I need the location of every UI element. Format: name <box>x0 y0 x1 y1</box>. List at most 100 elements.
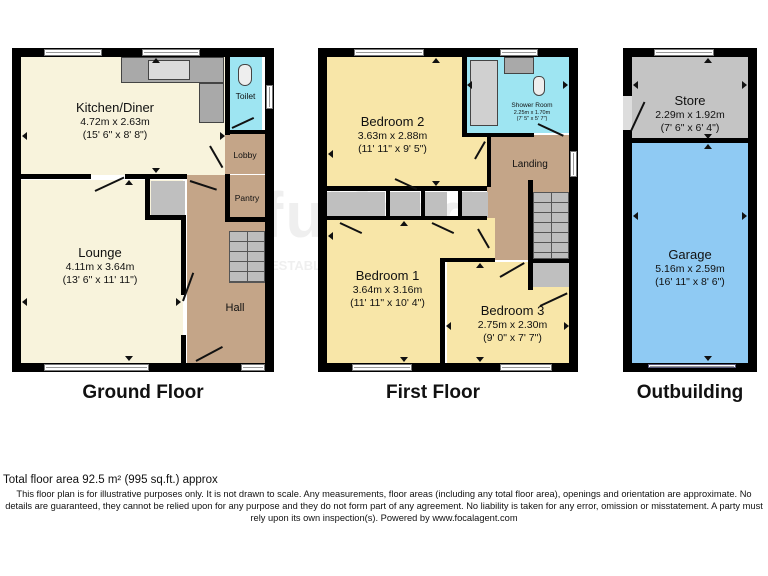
window <box>241 364 265 371</box>
dimension-marker <box>704 356 712 361</box>
dimension-marker <box>633 212 638 220</box>
dimension-marker <box>152 168 160 173</box>
outbuilding-plan: Store 2.29m x 1.92m (7' 6" x 6' 4") Gara… <box>623 48 757 372</box>
store-door-opening <box>623 96 632 130</box>
cupboard <box>390 192 420 217</box>
dimension-marker <box>328 232 333 240</box>
kitchen-sink <box>148 60 190 80</box>
wall <box>458 191 462 217</box>
window <box>142 49 200 56</box>
wall <box>623 48 632 372</box>
toilet-fixture <box>533 76 545 96</box>
room-name: Bedroom 1 <box>355 268 420 283</box>
room-metric: 2.75m x 2.30m <box>477 319 548 332</box>
dimension-marker <box>476 263 484 268</box>
room-imperial: (11' 11" x 10' 4") <box>350 297 425 310</box>
wall <box>462 133 534 137</box>
dimension-marker <box>704 144 712 149</box>
window <box>354 49 424 56</box>
wall <box>225 57 230 135</box>
garage-label: Garage 5.16m x 2.59m (16' 11" x 8' 6") <box>632 247 748 290</box>
room-imperial: (9' 0" x 7' 7") <box>483 332 542 345</box>
dimension-marker <box>176 298 181 306</box>
wall <box>528 259 569 263</box>
room-name: Bedroom 3 <box>480 303 545 318</box>
hall-label: Hall <box>225 302 245 314</box>
landing-label: Landing <box>512 159 548 170</box>
window <box>44 49 102 56</box>
dimension-marker <box>742 81 747 89</box>
dimension-marker <box>22 298 27 306</box>
room-metric: 2.29m x 1.92m <box>655 109 725 122</box>
toilet-label: Toilet <box>235 91 256 101</box>
room-imperial: (15' 6" x 8' 8") <box>82 129 148 142</box>
wash-basin <box>504 57 534 74</box>
kitchen-hob <box>199 83 224 123</box>
shower-tray <box>470 60 498 126</box>
dimension-marker <box>446 322 451 330</box>
wall <box>145 174 150 220</box>
window <box>44 364 149 371</box>
wall <box>421 191 425 217</box>
lobby-room <box>225 134 265 174</box>
room-name: Bedroom 2 <box>360 114 425 129</box>
room-name: Kitchen/Diner <box>75 100 155 115</box>
cupboard <box>425 192 447 217</box>
bedroom-2-room <box>327 57 487 187</box>
window <box>654 49 714 56</box>
wall <box>181 335 186 365</box>
wall <box>462 57 467 137</box>
toilet-fixture <box>238 64 252 86</box>
wall <box>145 215 185 220</box>
wall <box>528 180 533 290</box>
dimension-marker <box>564 322 569 330</box>
wall <box>569 48 578 372</box>
shower-room-label: Shower Room 2.25m x 1.70m (7' 5" x 5' 7"… <box>497 102 567 123</box>
dimension-marker <box>704 58 712 63</box>
bedroom-1-room <box>327 218 440 363</box>
cupboard <box>327 192 385 217</box>
window <box>500 49 538 56</box>
wall <box>318 363 578 372</box>
dimension-marker <box>563 81 568 89</box>
floor-title-first: First Floor <box>386 382 480 403</box>
room-metric: 3.64m x 3.16m <box>352 284 423 297</box>
dimension-marker <box>400 221 408 226</box>
wall <box>440 258 445 364</box>
wall <box>632 138 748 143</box>
dimension-marker <box>125 356 133 361</box>
room-name: Garage <box>668 247 712 262</box>
ground-stairs <box>229 231 265 283</box>
room-imperial: (7' 6" x 6' 4") <box>660 122 720 135</box>
under-stairs-cupboard <box>151 181 185 215</box>
dimension-marker <box>125 180 133 185</box>
dimension-marker <box>328 150 333 158</box>
room-imperial: (16' 11" x 8' 6") <box>655 276 725 289</box>
dimension-marker <box>432 181 440 186</box>
dimension-marker <box>476 357 484 362</box>
dimension-marker <box>22 132 27 140</box>
ground-floor-plan: Kitchen/Diner 4.72m x 2.63m (15' 6" x 8'… <box>0 0 300 380</box>
room-metric: 4.11m x 3.64m <box>65 261 135 274</box>
kitchen-diner-label: Kitchen/Diner 4.72m x 2.63m (15' 6" x 8'… <box>40 100 190 143</box>
dimension-marker <box>704 134 712 139</box>
window <box>266 85 273 109</box>
room-imperial: (13' 6" x 11' 11") <box>62 274 138 287</box>
wall <box>21 174 91 179</box>
total-floor-area: Total floor area 92.5 m² (995 sq.ft.) ap… <box>3 474 218 486</box>
wall <box>225 130 265 134</box>
room-metric: 5.16m x 2.59m <box>655 263 725 276</box>
cupboard <box>462 192 488 217</box>
bedroom-1-label: Bedroom 1 3.64m x 3.16m (11' 11" x 10' 4… <box>325 268 450 311</box>
store-room <box>632 57 748 138</box>
dimension-marker <box>152 58 160 63</box>
floor-title-outbuilding: Outbuilding <box>636 382 744 403</box>
wall <box>318 48 578 57</box>
wall <box>265 48 274 372</box>
dimension-marker <box>220 132 225 140</box>
lobby-label: Lobby <box>233 150 257 160</box>
wall <box>748 48 757 372</box>
wall <box>318 48 327 372</box>
dimension-marker <box>742 212 747 220</box>
room-imperial: (11' 11" x 9' 5") <box>358 143 427 156</box>
